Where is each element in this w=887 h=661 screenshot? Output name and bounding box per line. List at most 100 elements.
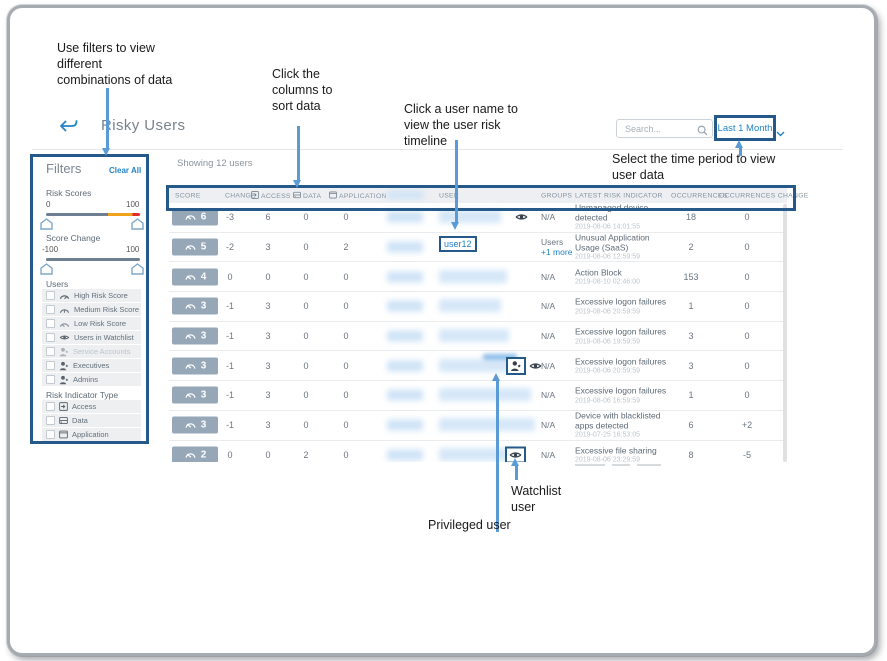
column-groups[interactable]: GROUPS xyxy=(541,192,573,199)
user-cell[interactable] xyxy=(439,328,535,344)
filter-option-admins[interactable]: Admins xyxy=(42,373,141,386)
occurrences-cell: 18 xyxy=(685,212,696,223)
filter-option-service-accounts[interactable]: Service Accounts xyxy=(42,345,141,358)
filter-option-executives[interactable]: Executives xyxy=(42,359,141,372)
table-header-annotation-box xyxy=(166,185,796,211)
user-cell[interactable] xyxy=(439,269,535,285)
groups-more-link[interactable]: +1 more xyxy=(541,247,573,258)
search-box[interactable] xyxy=(616,119,713,138)
redacted-cell xyxy=(387,241,423,253)
table-row[interactable]: 6 -3 6 0 0 N/A Unmanaged device detected… xyxy=(169,203,783,233)
user-cell[interactable] xyxy=(439,417,535,433)
filter-option-watchlist[interactable]: Users in Watchlist xyxy=(42,331,141,344)
user-link[interactable]: user12 xyxy=(439,236,477,253)
user-blur xyxy=(439,210,501,224)
back-button[interactable] xyxy=(58,119,79,139)
privileged-arrow-line xyxy=(496,380,499,532)
columns-arrow-line xyxy=(297,126,300,180)
data-cell: 0 xyxy=(303,301,309,312)
filter-option-application[interactable]: Application xyxy=(42,428,141,441)
user-cell[interactable] xyxy=(439,298,535,314)
groups-value: N/A xyxy=(541,390,556,401)
privileged-arrowhead xyxy=(492,373,500,381)
groups-value: N/A xyxy=(541,420,556,431)
annotation-time-period: Select the time period to view user data xyxy=(612,152,776,182)
search-input[interactable] xyxy=(623,121,697,136)
score-change-slider-handle-max[interactable] xyxy=(131,262,144,280)
checkbox[interactable] xyxy=(46,291,55,300)
table-row[interactable]: 3 -1 3 0 0 N/A Excessive logon failures … xyxy=(169,321,783,352)
filter-option-access[interactable]: Access xyxy=(42,400,141,413)
risk-scores-slider-handle-min[interactable] xyxy=(40,217,53,235)
filter-option-high-risk[interactable]: High Risk Score xyxy=(42,289,141,302)
redacted-cell xyxy=(387,300,423,312)
indicator-name: Excessive logon failures xyxy=(575,356,667,367)
risk-score-badge: 5 xyxy=(172,238,218,256)
checkbox[interactable] xyxy=(46,305,55,314)
groups-cell: N/A xyxy=(541,361,575,371)
indicator-timestamp: 2019-07-25 16:53:05 xyxy=(575,431,640,439)
column-data[interactable]: DATA xyxy=(293,191,321,201)
score-change-slider-track[interactable] xyxy=(46,258,140,261)
clear-all-link[interactable]: Clear All xyxy=(109,166,142,175)
column-application[interactable]: APPLICATION xyxy=(329,191,387,201)
indicator-timestamp: 2019-08-06 20:59:59 xyxy=(575,308,640,316)
checkbox[interactable] xyxy=(46,430,55,439)
groups-cell: Users +1 more xyxy=(541,237,575,257)
user-cell[interactable] xyxy=(439,209,535,225)
user-cell[interactable] xyxy=(439,358,535,374)
table-row[interactable]: 3 -1 3 0 0 N/A Excessive logon failures … xyxy=(169,381,783,411)
indicator-cell: Unusual Application Usage (SaaS) 2019-08… xyxy=(575,232,675,261)
change-cell: -1 xyxy=(225,301,234,312)
occurrences-cell: 6 xyxy=(688,420,694,431)
checkbox[interactable] xyxy=(46,361,55,370)
risk-score-badge: 3 xyxy=(172,327,218,345)
chevron-down-icon[interactable] xyxy=(776,124,785,142)
column-change[interactable]: CHANGE xyxy=(225,192,256,199)
time-period-value: Last 1 Month xyxy=(717,122,773,134)
checkbox[interactable] xyxy=(46,347,55,356)
application-cell: 2 xyxy=(343,242,349,253)
user-cell[interactable]: user12 xyxy=(439,236,535,255)
table-row[interactable]: 5 -2 3 0 2 user12 Users +1 more Unusual … xyxy=(169,232,783,263)
user-cell[interactable] xyxy=(439,387,535,403)
risk-scores-slider-handle-max[interactable] xyxy=(131,217,144,235)
column-score[interactable]: SCORE xyxy=(175,192,201,199)
occurrences-change-cell: +2 xyxy=(741,420,753,431)
time-period-dropdown[interactable]: Last 1 Month xyxy=(714,115,776,141)
checkbox[interactable] xyxy=(46,319,55,328)
table-row[interactable]: 4 0 0 0 0 N/A Action Block 2019-08-10 02… xyxy=(169,262,783,293)
score-change-slider-handle-min[interactable] xyxy=(40,262,53,280)
gauge-medium-icon xyxy=(59,306,70,314)
checkbox[interactable] xyxy=(46,402,55,411)
column-occurrences[interactable]: OCCURRENCES xyxy=(671,192,728,199)
table-scrollbar[interactable] xyxy=(783,204,787,462)
column-user[interactable]: USER xyxy=(439,192,460,199)
score-value: 3 xyxy=(200,300,207,312)
gauge-low-icon xyxy=(59,320,70,328)
risk-scores-slider-track[interactable] xyxy=(46,213,140,216)
table-row[interactable]: 2 0 0 2 0 N/A Excessive file sharing 201… xyxy=(169,440,783,462)
filter-option-medium-risk[interactable]: Medium Risk Score xyxy=(42,303,141,316)
data-icon xyxy=(59,416,68,425)
filter-option-data[interactable]: Data xyxy=(42,414,141,427)
checkbox[interactable] xyxy=(46,416,55,425)
column-latest-risk-indicator[interactable]: LATEST RISK INDICATOR xyxy=(575,192,663,199)
table-row[interactable]: 3 -1 3 0 0 N/A Device with blacklisted a… xyxy=(169,410,783,441)
column-access[interactable]: ACCESS xyxy=(251,190,291,201)
table-row[interactable]: 3 -1 3 0 0 N/A Excessive logon failures … xyxy=(169,351,783,382)
privileged-user-icon xyxy=(506,356,526,375)
indicator-timestamp: 2019-08-06 19:59:59 xyxy=(575,337,640,345)
groups-value: N/A xyxy=(541,271,556,282)
score-value: 6 xyxy=(200,211,207,223)
change-cell: 0 xyxy=(227,271,233,282)
checkbox[interactable] xyxy=(46,333,55,342)
filter-option-low-risk[interactable]: Low Risk Score xyxy=(42,317,141,330)
score-value: 3 xyxy=(200,360,207,372)
column-occurrences-change[interactable]: OCCURRENCES CHANGE xyxy=(719,192,809,199)
table-row[interactable]: 3 -1 3 0 0 N/A Excessive logon failures … xyxy=(169,292,783,322)
indicator-name: Unusual Application Usage (SaaS) xyxy=(575,232,650,253)
access-cell: 0 xyxy=(265,271,271,282)
checkbox[interactable] xyxy=(46,375,55,384)
risk-score-badge: 3 xyxy=(172,386,218,404)
